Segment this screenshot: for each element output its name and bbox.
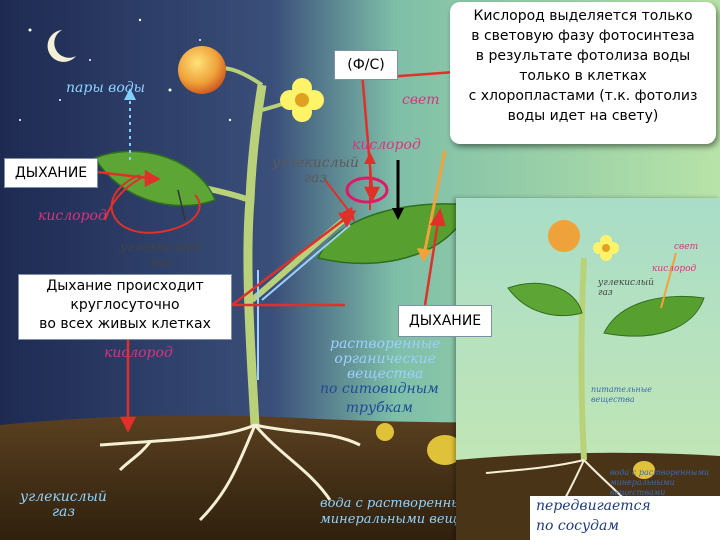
respiration-note-line: во всех живых клетках	[19, 315, 231, 334]
label-water-vapor: пары воды	[66, 80, 145, 96]
label-oxygen-top: кислород	[352, 137, 421, 153]
oxygen-note: Кислород выделяется только в световую фа…	[450, 2, 716, 144]
inset-label-light: свет	[674, 242, 698, 252]
label-light: свет	[402, 92, 440, 108]
label-oxygen-left: кислород	[38, 208, 107, 224]
oxygen-note-line: с хлоропластами (т.к. фотолиз	[450, 86, 716, 106]
oxygen-note-line: в результате фотолиза воды	[450, 46, 716, 66]
respiration-note-line: круглосуточно	[19, 296, 231, 315]
oxygen-note-line: воды идет на свету)	[450, 106, 716, 126]
respiration-label-center: ДЫХАНИЕ	[398, 305, 492, 337]
oxygen-note-line: в световую фазу фотосинтеза	[450, 26, 716, 46]
oxygen-note-line: Кислород выделяется только	[450, 6, 716, 26]
respiration-label-left: ДЫХАНИЕ	[4, 158, 98, 188]
oxygen-note-line: только в клетках	[450, 66, 716, 86]
respiration-note-line: Дыхание происходит	[19, 277, 231, 296]
photosynthesis-tag: (Ф/С)	[334, 50, 398, 80]
respiration-note: Дыхание происходит круглосуточно во всех…	[18, 274, 232, 340]
label-oxygen-mid: кислород	[104, 345, 173, 361]
inset-label-oxygen: кислород	[652, 264, 696, 274]
